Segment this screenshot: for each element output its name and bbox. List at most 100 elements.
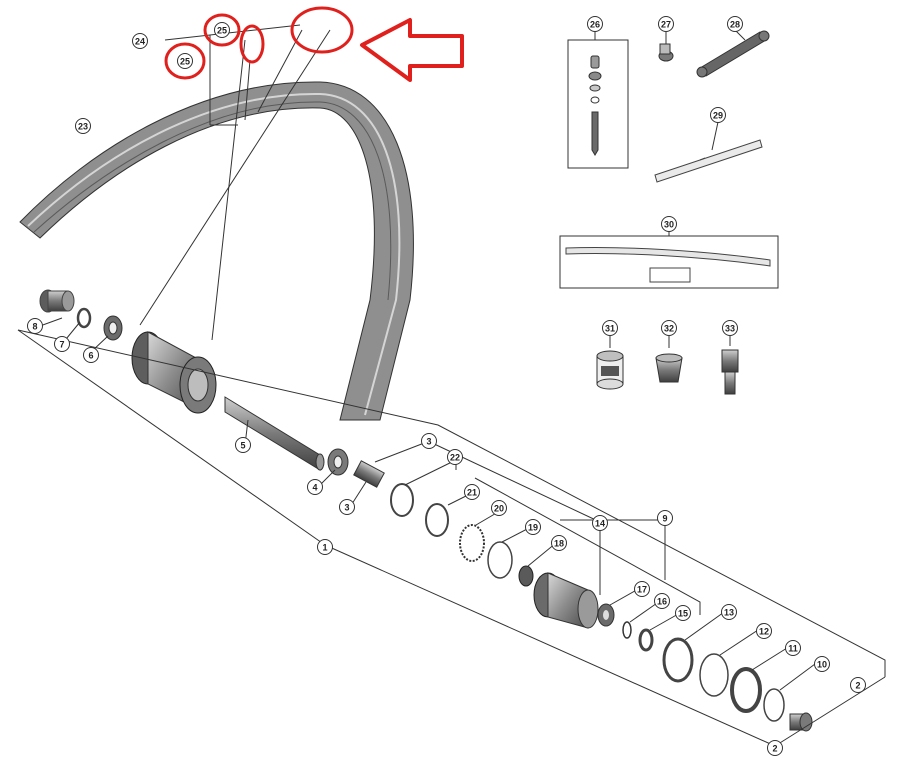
callout-c29: 29 [710,107,726,123]
callout-circle [721,604,737,620]
callout-c14: 14 [592,515,608,531]
callout-c17: 17 [634,581,650,597]
arrow-left-icon [360,18,464,82]
callout-number: 5 [240,441,245,451]
callout-circle [83,347,99,363]
callout-number: 17 [637,585,647,595]
callout-c11: 11 [785,640,801,656]
callout-circle [177,53,193,69]
callout-circle [661,320,677,336]
callout-c24: 24 [132,33,148,49]
callout-circle [491,500,507,516]
end-cap-part-2 [789,712,813,732]
highlight-circle [290,6,354,54]
callout-number: 24 [135,37,145,47]
callout-number: 19 [528,523,538,533]
callout-c23: 23 [75,118,91,134]
end-cap-part [39,289,75,313]
callout-circle [317,539,333,555]
red-highlights [164,6,464,82]
callout-c3b: 3 [339,499,355,515]
spoke-leaders [139,24,331,341]
callout-circle [307,479,323,495]
callout-c20: 20 [491,500,507,516]
bracket-lines [17,317,886,747]
ring-part-21 [425,503,449,537]
ring-part-10 [763,688,785,722]
ring-part-22 [390,483,414,517]
callout-c2a: 2 [850,677,866,693]
spacer-part [353,460,385,488]
ring-part-16 [622,621,632,639]
tool-part-33 [721,349,739,395]
valve-kit-box [567,39,629,169]
callout-c19: 19 [525,519,541,535]
highlight-circle [203,13,241,47]
callout-c5: 5 [235,437,251,453]
callout-c2b: 2 [767,740,783,756]
axle-assembly [39,289,813,732]
callout-number: 3 [344,503,349,513]
tool-part-32 [655,353,683,383]
callout-number: 26 [590,20,600,30]
highlight-circle [164,42,206,80]
axle-part [224,396,325,471]
callout-c8: 8 [27,318,43,334]
nipple-part [658,43,674,62]
callout-number: 15 [678,609,688,619]
callout-circle [235,437,251,453]
callout-circle [214,22,230,38]
callout-number: 21 [467,488,477,498]
callout-circle [850,677,866,693]
callout-circle [710,107,726,123]
rim-tape-part [654,139,763,183]
callout-c9: 9 [657,510,673,526]
callout-c15: 15 [675,605,691,621]
callout-number: 6 [88,351,93,361]
callout-number: 1 [322,543,327,553]
callout-number: 9 [662,514,667,524]
callout-circle [592,515,608,531]
accessory-leaders [594,29,746,348]
callout-c32: 32 [661,320,677,336]
callout-number: 31 [605,324,615,334]
callout-circle [727,16,743,32]
callout-number: 2 [772,744,777,754]
callout-c12: 12 [756,623,772,639]
ring-part-19 [487,541,513,579]
callout-number: 32 [664,324,674,334]
callout-number: 30 [664,220,674,230]
callout-c7: 7 [54,336,70,352]
callout-c1: 1 [317,539,333,555]
callout-number: 11 [788,644,798,654]
callout-c26: 26 [587,16,603,32]
callout-number: 3 [426,437,431,447]
callout-c10: 10 [814,656,830,672]
ratchet-part [459,524,485,562]
callout-circle [658,16,674,32]
callout-number: 16 [657,597,667,607]
callout-c13: 13 [721,604,737,620]
callout-number: 22 [450,453,460,463]
callout-c16: 16 [654,593,670,609]
ring-part-12 [699,653,729,697]
callout-number: 10 [817,660,827,670]
callout-circle [464,484,480,500]
callout-number: 20 [494,504,504,514]
callout-number: 18 [554,539,564,549]
ring-part-11 [730,667,762,713]
callout-c21: 21 [464,484,480,500]
callout-circle [587,16,603,32]
callout-circle [447,449,463,465]
callout-circle [27,318,43,334]
callout-circle [756,623,772,639]
callout-circle [767,740,783,756]
ring-part-13 [662,637,694,683]
callout-c27: 27 [658,16,674,32]
callout-number: 2 [855,681,860,691]
callout-c28: 28 [727,16,743,32]
callout-circle [654,593,670,609]
bearing-part-18 [518,565,534,587]
